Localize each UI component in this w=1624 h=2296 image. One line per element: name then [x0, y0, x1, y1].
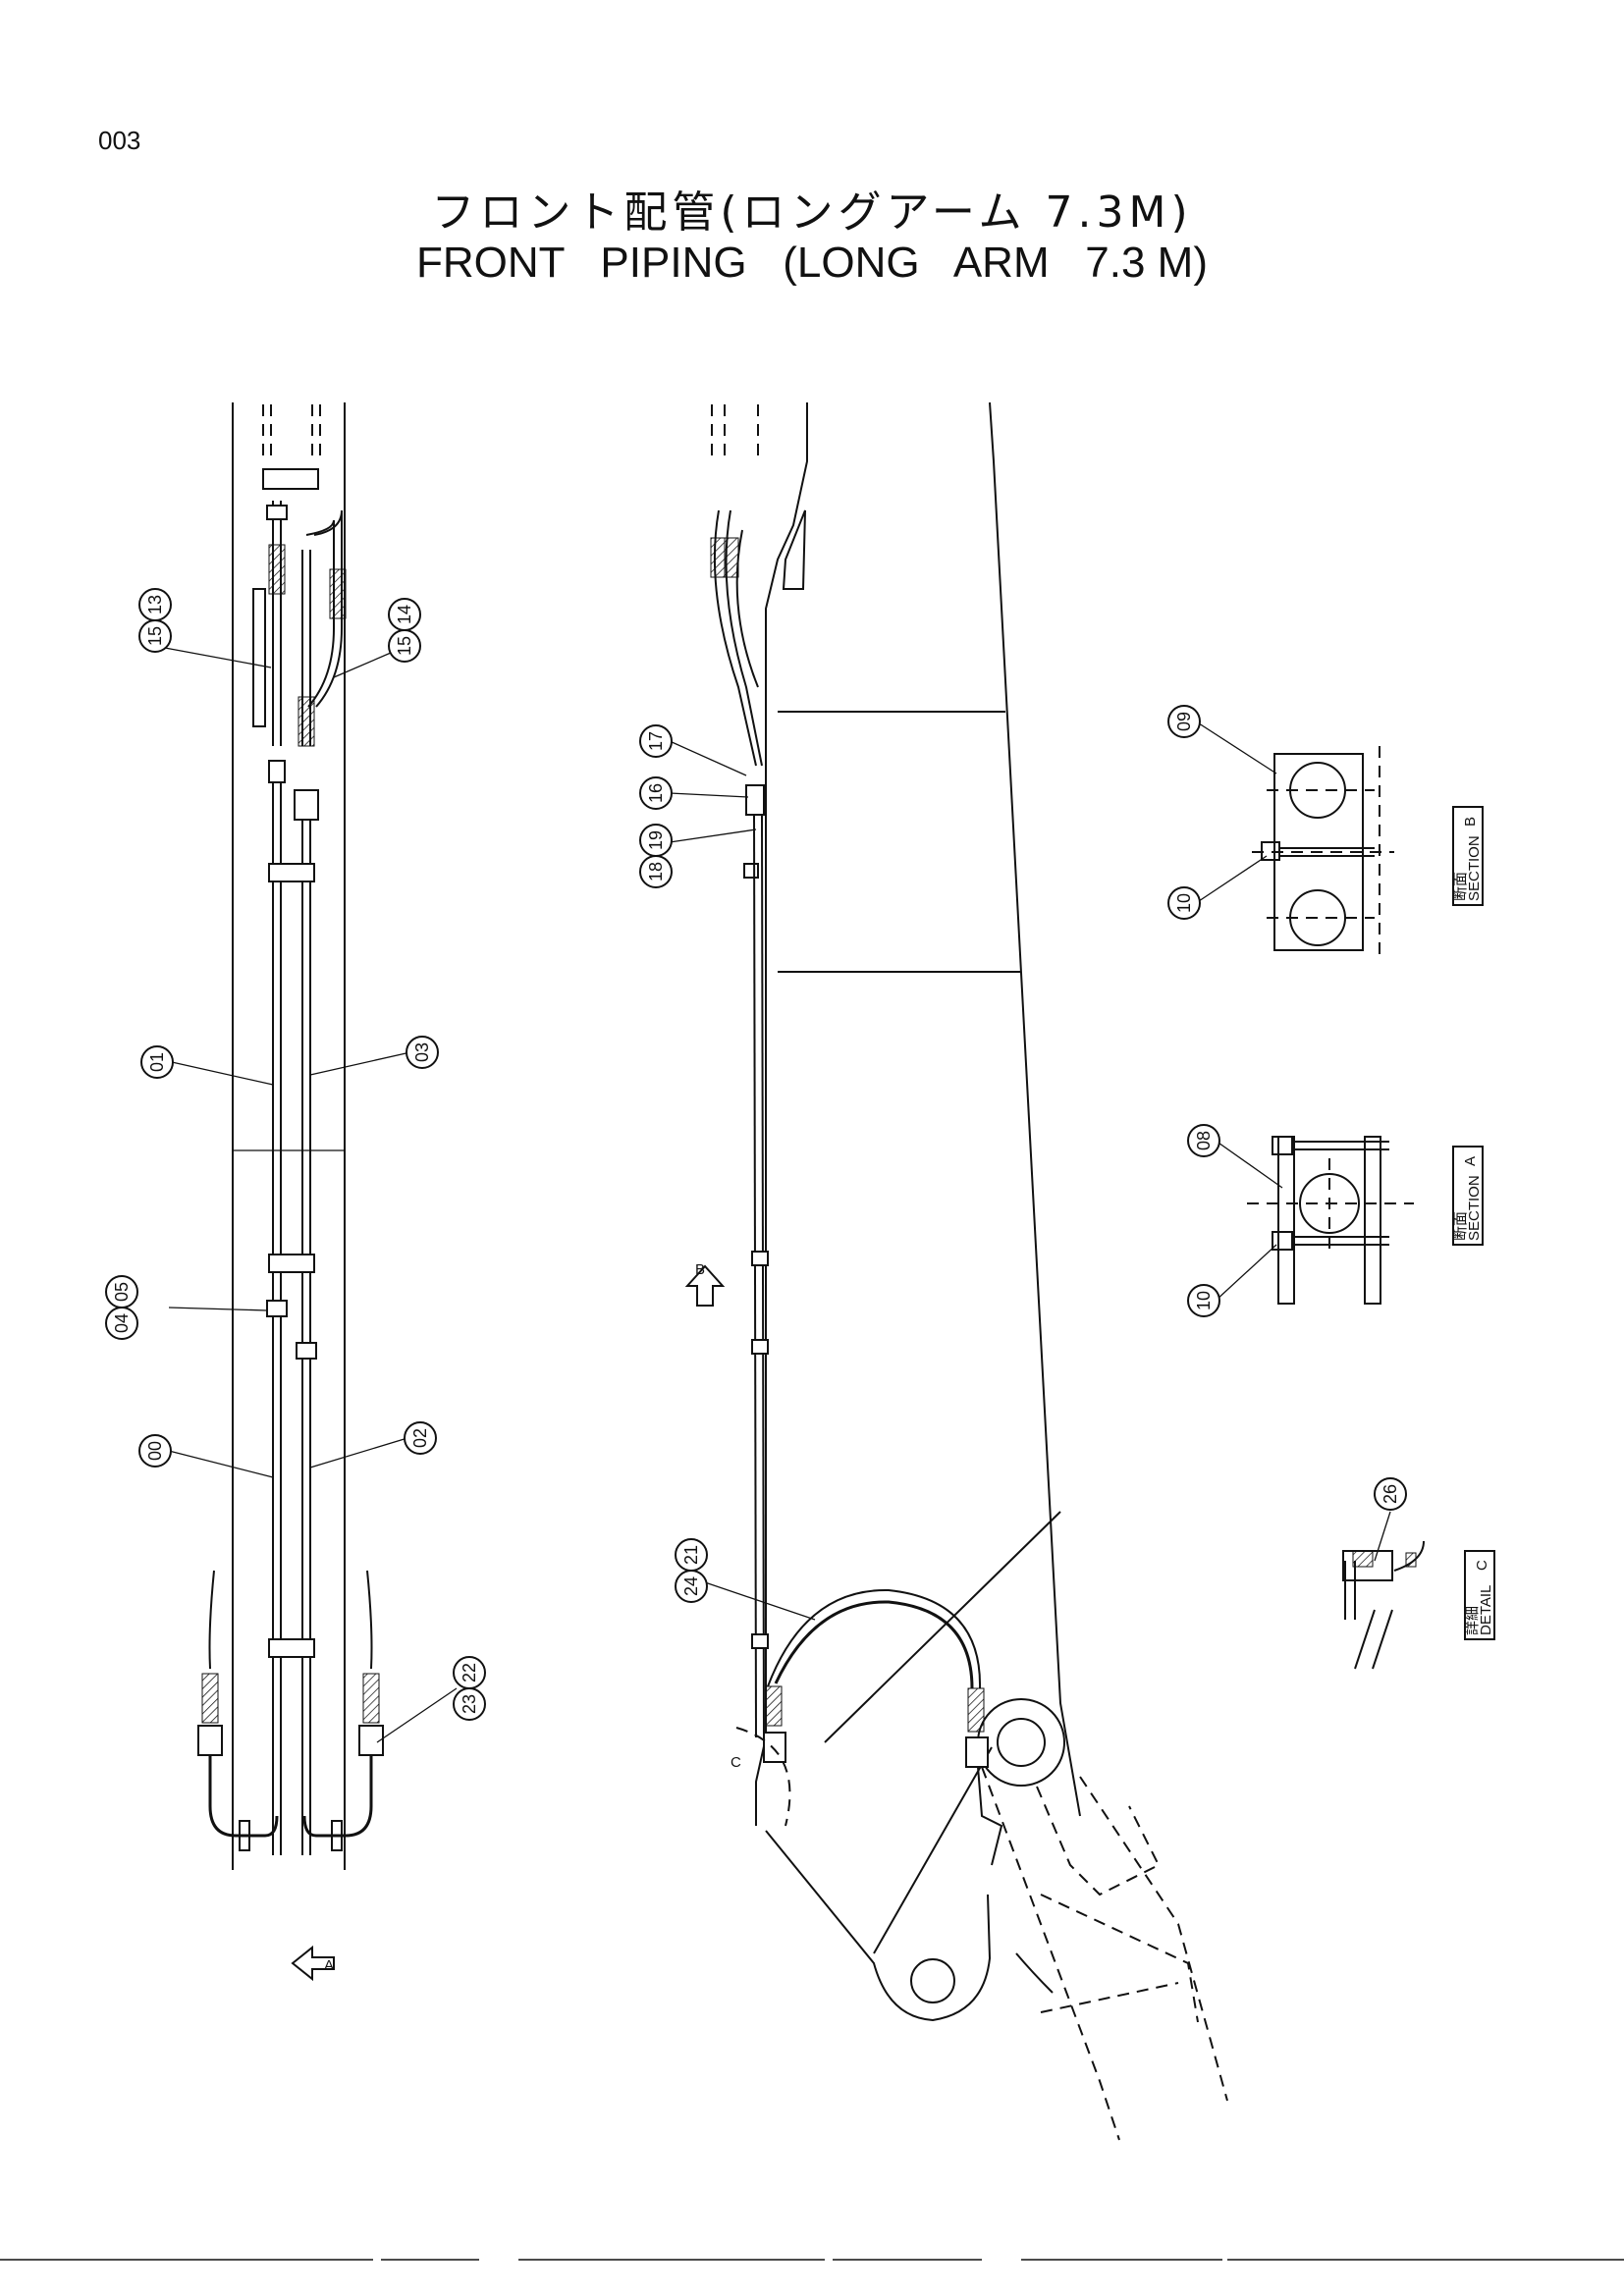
callout-number: 18 [646, 862, 666, 881]
callout-number: 15 [395, 636, 414, 656]
view-c-marker: C [731, 1754, 741, 1771]
callout-bubble [639, 724, 673, 758]
callout-number: 04 [112, 1313, 132, 1333]
callout-number: 24 [681, 1576, 701, 1596]
callout-bubble [639, 855, 673, 888]
callout-c2223: 22 23 [453, 1656, 486, 1721]
callout-bubble [1167, 705, 1201, 738]
callout-bubble [406, 1036, 439, 1069]
callout-number: 15 [145, 626, 165, 646]
callout-number: 21 [681, 1545, 701, 1565]
callout-c03: 03 [406, 1036, 439, 1069]
callout-number: 14 [395, 605, 414, 624]
callout-bubble [639, 776, 673, 810]
callout-number: 19 [646, 830, 666, 850]
callout-bubble [140, 1045, 174, 1079]
callout-c17: 17 [639, 724, 673, 758]
callout-c16: 16 [639, 776, 673, 810]
svg-text:断面: 断面 [1452, 872, 1469, 901]
callout-number: 02 [410, 1428, 430, 1448]
callout-c02: 02 [404, 1421, 437, 1455]
callout-number: 00 [145, 1441, 165, 1461]
detail-c-drawing [1342, 1540, 1425, 1670]
bottom-rule [0, 2259, 1624, 2261]
callout-c1315: 13 15 [138, 588, 172, 653]
callout-number: 13 [145, 595, 165, 614]
title-japanese: フロント配管(ロングアーム 7.3M) [431, 187, 1193, 238]
callout-number: 08 [1194, 1131, 1214, 1150]
view-a-arrow: A [324, 1957, 334, 1974]
callout-bubble [388, 629, 421, 663]
page-number: 003 [98, 126, 141, 155]
svg-text:断面: 断面 [1452, 1211, 1469, 1241]
callout-bubble [453, 1687, 486, 1721]
svg-text:A: A [1462, 1156, 1479, 1166]
callout-c26: 26 [1374, 1477, 1407, 1511]
svg-text:DETAIL: DETAIL [1478, 1585, 1494, 1635]
callout-bubble [138, 1434, 172, 1468]
svg-text:C: C [1474, 1560, 1490, 1571]
callout-bubble [105, 1307, 138, 1340]
section-b-label: 断面 SECTION B [1452, 806, 1484, 906]
callout-bubble [675, 1570, 708, 1603]
section-a-drawing [1247, 1136, 1414, 1305]
callout-c00: 00 [138, 1434, 172, 1468]
svg-text:B: B [1462, 817, 1479, 827]
callout-number: 22 [460, 1663, 479, 1682]
callout-number: 05 [112, 1282, 132, 1302]
callout-number: 01 [147, 1052, 167, 1072]
section-a-label: 断面 SECTION A [1452, 1146, 1484, 1246]
callout-bubble [1167, 886, 1201, 920]
callout-c09: 09 [1167, 705, 1201, 738]
callout-c2124: 21 24 [675, 1538, 708, 1603]
view-b-arrow: B [695, 1261, 705, 1278]
callout-c0504: 05 04 [105, 1275, 138, 1340]
callout-bubble [404, 1421, 437, 1455]
arm-top-view: A [197, 402, 384, 1982]
arm-side-view: C B [684, 401, 1228, 2141]
callout-number: 16 [646, 783, 666, 803]
section-b-drawing [1252, 746, 1394, 962]
callout-c10a: 10 [1167, 886, 1201, 920]
detail-c-label: 詳細 DETAIL C [1464, 1550, 1495, 1640]
svg-text:詳細: 詳細 [1464, 1606, 1481, 1635]
callout-number: 03 [412, 1042, 432, 1062]
callout-number: 09 [1174, 712, 1194, 731]
callout-number: 10 [1174, 893, 1194, 913]
callout-number: 10 [1194, 1291, 1214, 1310]
callout-number: 23 [460, 1694, 479, 1714]
callout-bubble [1374, 1477, 1407, 1511]
callout-number: 17 [646, 731, 666, 751]
callout-bubble [1187, 1124, 1220, 1157]
callout-c1415: 14 15 [388, 598, 421, 663]
svg-text:SECTION: SECTION [1466, 835, 1483, 901]
svg-text:SECTION: SECTION [1466, 1175, 1483, 1241]
callout-c01: 01 [140, 1045, 174, 1079]
callout-bubble [1187, 1284, 1220, 1317]
callout-bubble [138, 619, 172, 653]
callout-number: 26 [1380, 1484, 1400, 1504]
callout-c10b: 10 [1187, 1284, 1220, 1317]
title-english: FRONT PIPING (LONG ARM 7.3 M) [416, 239, 1208, 287]
callout-c08: 08 [1187, 1124, 1220, 1157]
